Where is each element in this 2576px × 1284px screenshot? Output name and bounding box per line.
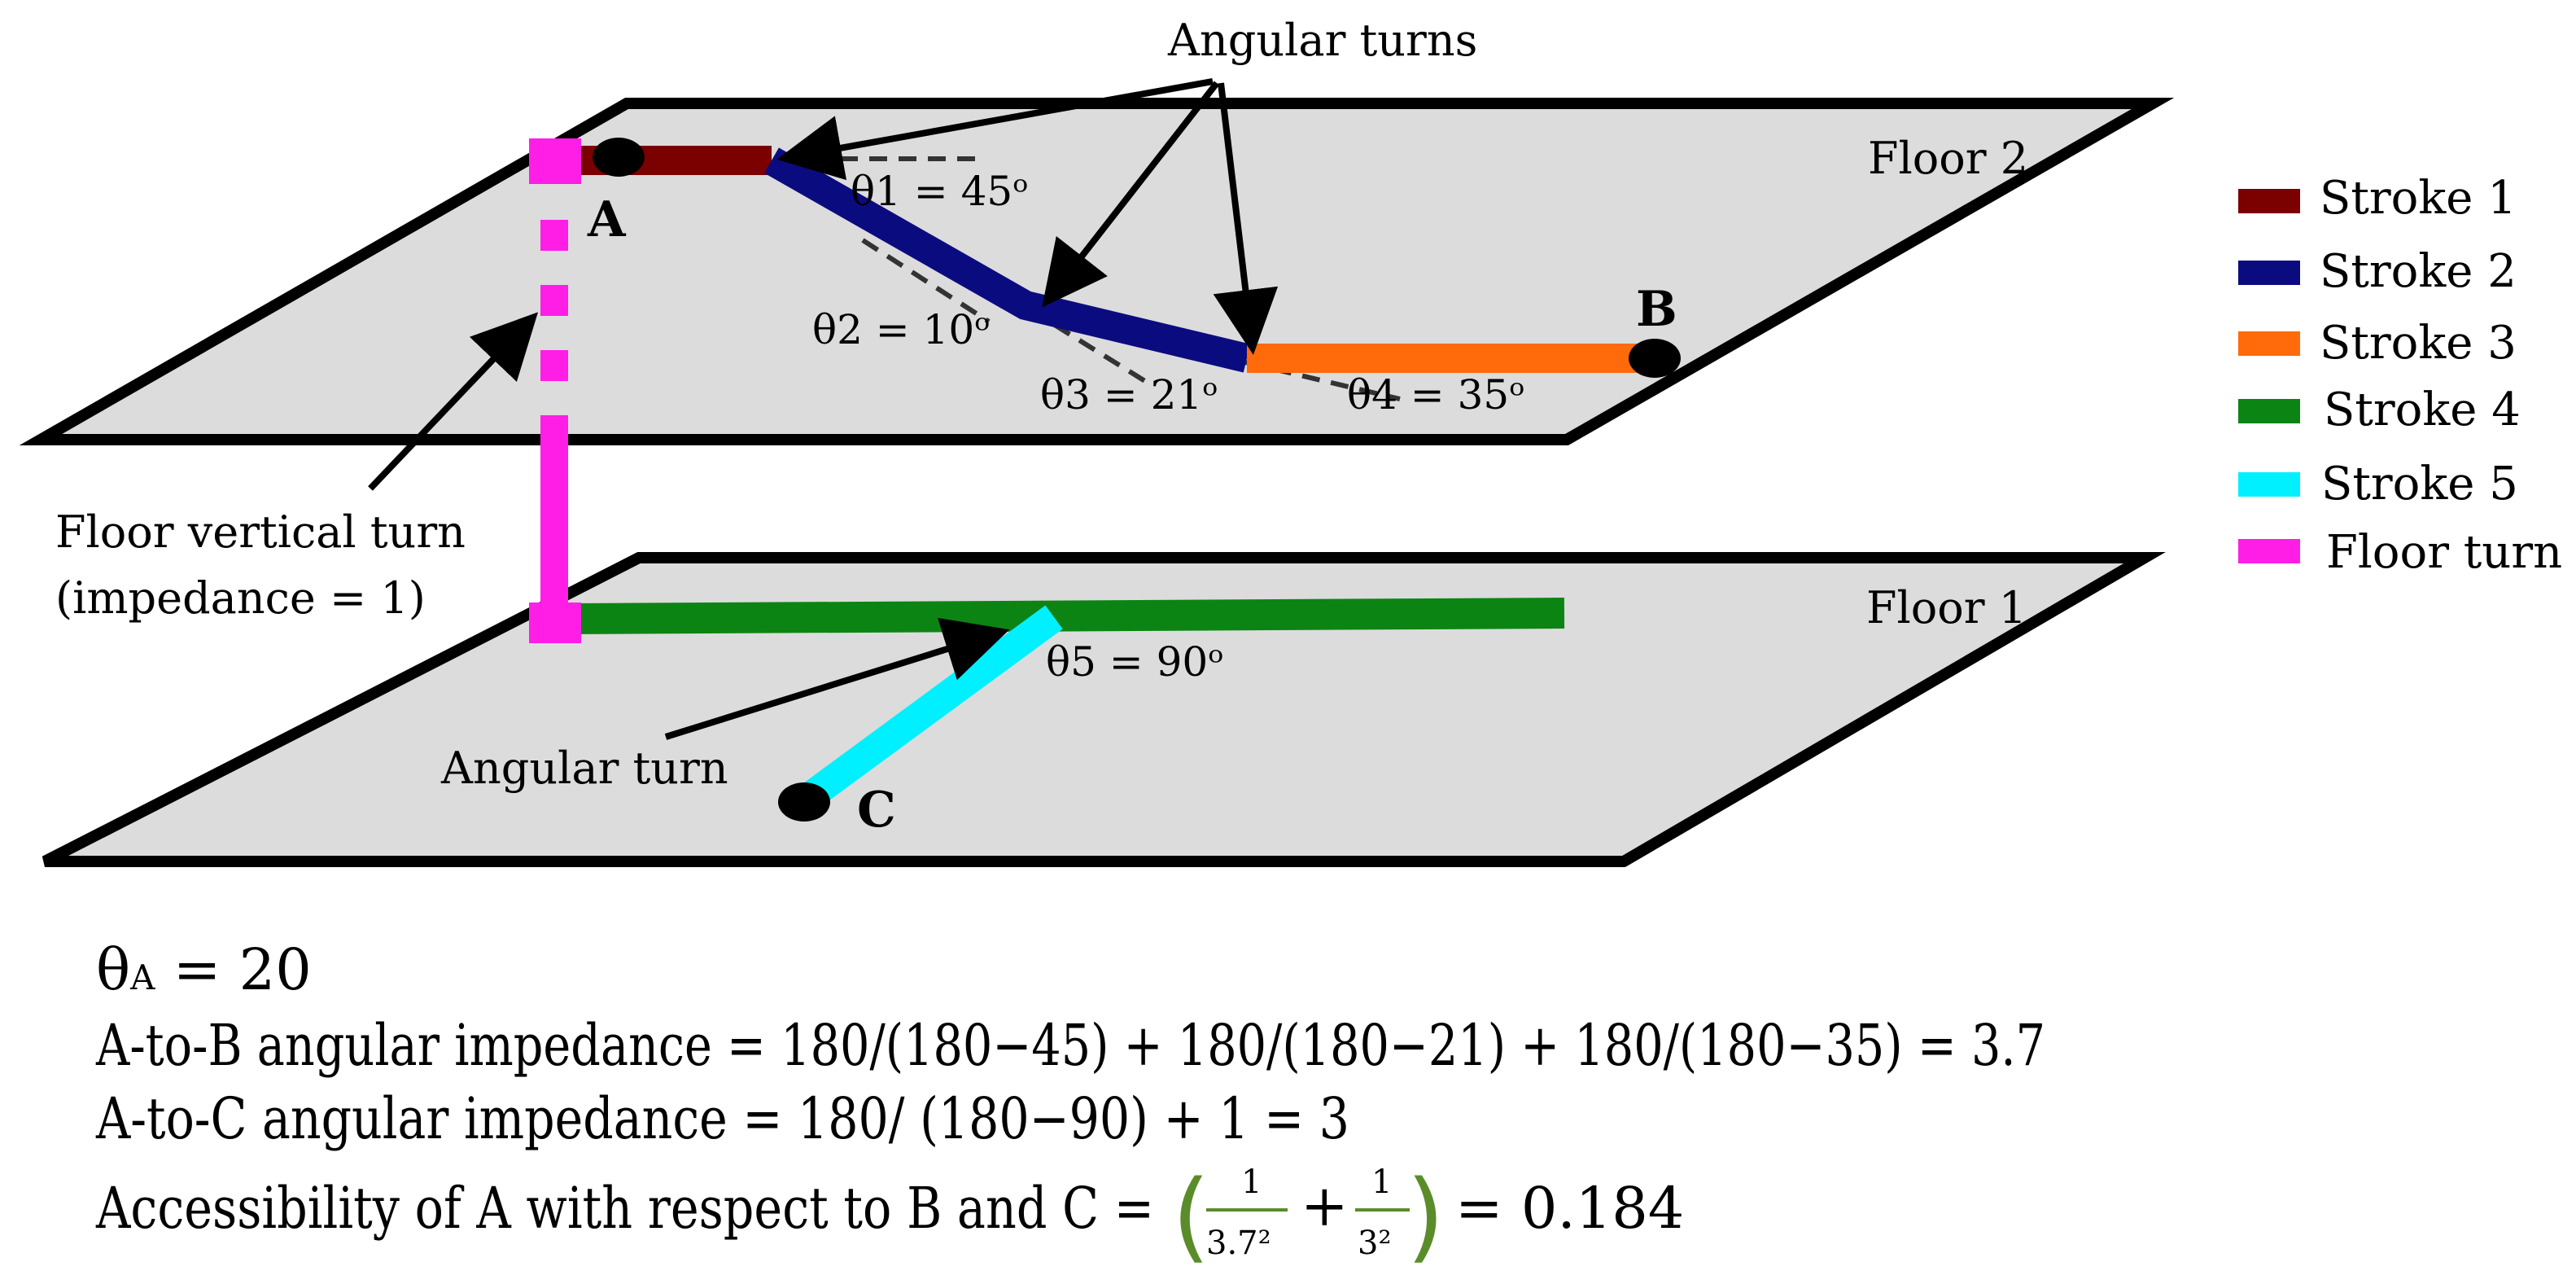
theta-a-symbol: θ: [96, 936, 130, 1003]
theta3-reference-line: [1028, 307, 1149, 385]
accessibility-result: = 0.184: [1455, 1175, 1684, 1242]
accessibility-prefix: Accessibility of A with respect to B and…: [95, 1175, 1154, 1242]
legend-label-floor-turn: Floor turn: [2326, 526, 2562, 579]
equations-block: θA = 20 A-to-B angular impedance = 180/(…: [95, 936, 2045, 1273]
fraction-2-numerator: 1: [1371, 1163, 1392, 1201]
fraction-1-denominator: 3.7²: [1206, 1225, 1271, 1262]
angular-turn-arrow: [664, 617, 1010, 740]
legend-swatch-stroke-1: [2238, 189, 2300, 213]
floor-turn-top-node: [529, 138, 581, 184]
legend-label-stroke-5: Stroke 5: [2321, 458, 2518, 511]
fraction-right-paren: ): [1406, 1160, 1445, 1273]
legend-label-stroke-3: Stroke 3: [2320, 317, 2517, 370]
theta1-label: θ1 = 45ᵒ: [851, 168, 1028, 215]
legend-label-stroke-1: Stroke 1: [2320, 172, 2517, 225]
floor-2-label: Floor 2: [1868, 133, 2028, 184]
floor-vertical-turn-label-line1: Floor vertical turn: [55, 506, 466, 558]
fraction-left-paren: (: [1172, 1160, 1210, 1273]
fraction-plus: +: [1301, 1172, 1349, 1239]
theta2-label: θ2 = 10ᵒ: [812, 306, 990, 353]
legend-label-stroke-4: Stroke 4: [2324, 383, 2521, 436]
legend-swatch-stroke-3: [2238, 331, 2300, 356]
a-to-c-equation: A-to-C angular impedance = 180/ (180−90)…: [95, 1085, 1349, 1152]
stroke-4-segment: [569, 598, 1565, 634]
legend-swatch-stroke-2: [2238, 261, 2300, 285]
angular-turn-label: Angular turn: [440, 743, 728, 794]
point-c-label: C: [857, 782, 896, 839]
theta4-label: θ4 = 35ᵒ: [1347, 371, 1524, 419]
legend-swatch-floor-turn: [2238, 539, 2300, 563]
theta-a-subscript: A: [129, 958, 155, 997]
theta5-label: θ5 = 90ᵒ: [1046, 638, 1223, 686]
angular-turns-arrow-3: [1213, 82, 1279, 355]
legend-swatch-stroke-5: [2238, 472, 2300, 497]
fraction-2-denominator: 3²: [1358, 1225, 1391, 1262]
a-to-b-equation: A-to-B angular impedance = 180/(180−45) …: [95, 1012, 2045, 1079]
theta-a-value: = 20: [155, 936, 312, 1003]
floor-1-label: Floor 1: [1866, 582, 2027, 633]
angular-turns-arrow-1: [776, 78, 1214, 181]
theta2-reference-line: [861, 238, 991, 324]
theta4-reference-line: [1244, 360, 1401, 401]
stroke-5-segment: [797, 605, 1063, 812]
floor-vertical-turn-arrow: [368, 312, 539, 491]
point-c-marker: [778, 782, 830, 822]
angular-turns-arrow-2: [1042, 81, 1220, 308]
stroke-2-segment: [764, 147, 1251, 373]
legend: Stroke 1 Stroke 2 Stroke 3 Stroke 4 Stro…: [2238, 172, 2562, 579]
floor-turn-bottom-node: [529, 603, 581, 643]
point-a-marker: [593, 138, 645, 177]
angular-turns-label: Angular turns: [1167, 15, 1477, 66]
fraction-1-numerator: 1: [1241, 1163, 1262, 1201]
point-b-label: B: [1636, 281, 1677, 338]
floor-vertical-turn-label-line2: (impedance = 1): [55, 572, 426, 624]
theta3-label: θ3 = 21ᵒ: [1040, 371, 1218, 419]
legend-swatch-stroke-4: [2238, 399, 2300, 423]
point-a-label: A: [587, 191, 627, 248]
theta-a-equation: θA = 20: [96, 936, 312, 1003]
point-b-marker: [1629, 339, 1681, 378]
legend-label-stroke-2: Stroke 2: [2320, 245, 2517, 298]
